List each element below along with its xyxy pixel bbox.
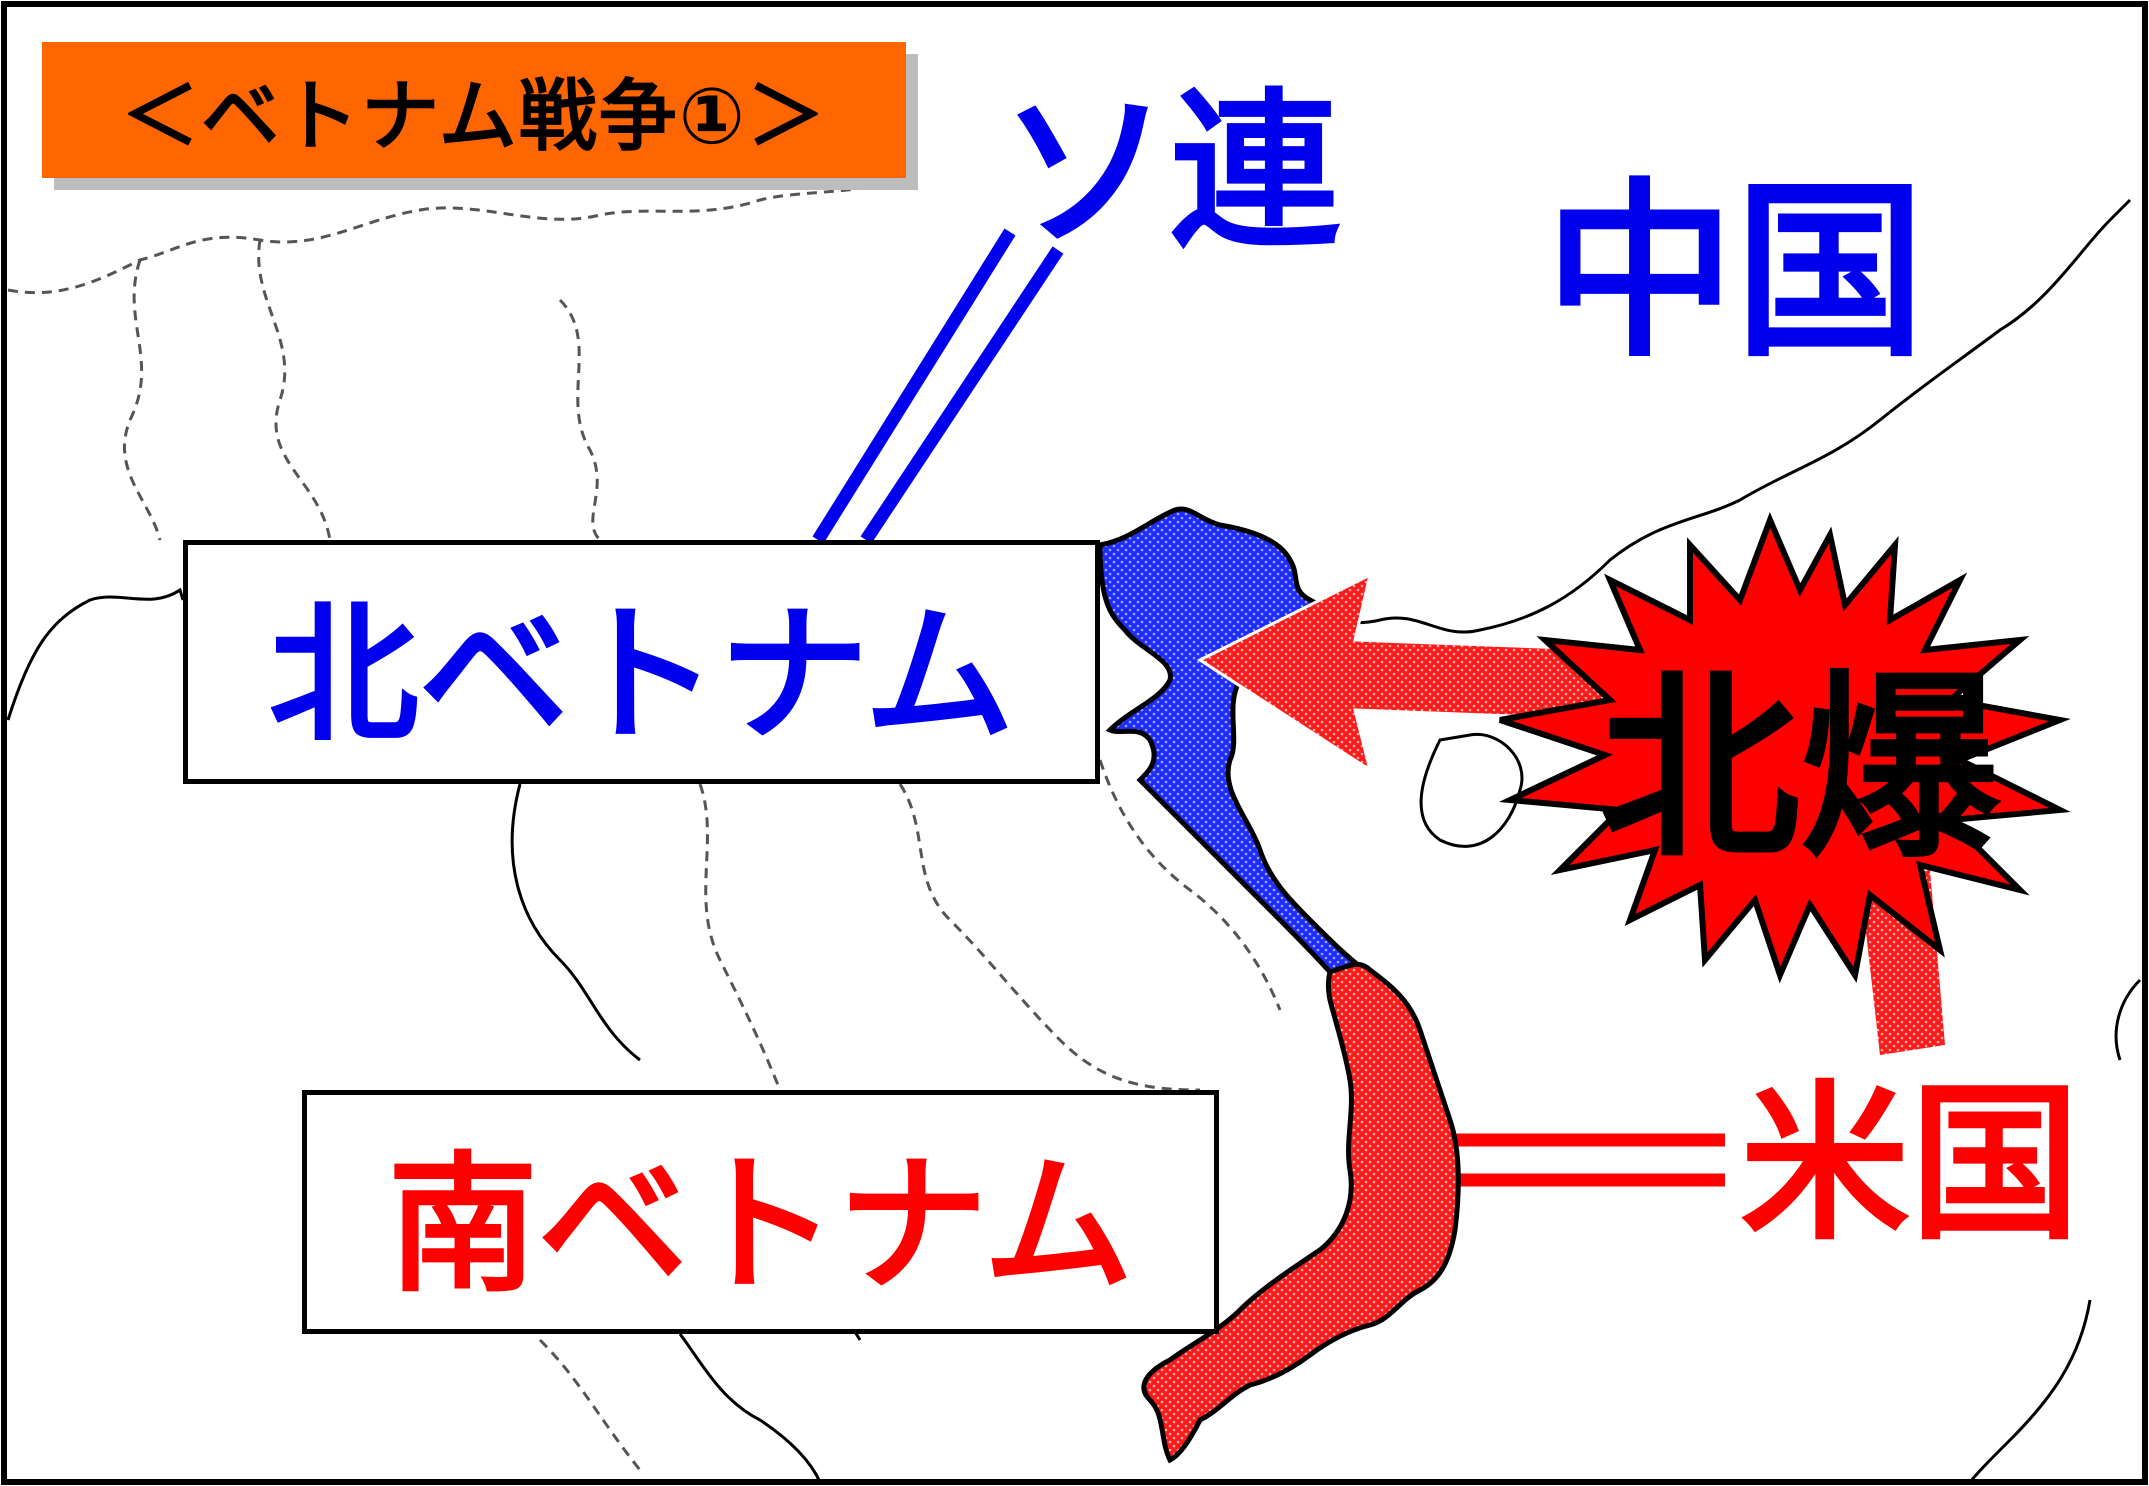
page-title: ＜ベトナム戦争①＞ [121, 72, 827, 162]
soviet-supply-line [812, 228, 1064, 544]
explosion-burst [1498, 511, 2071, 984]
south-vietnam-label: 南ベトナム [302, 1090, 1219, 1334]
north-vietnam-label: 北ベトナム [183, 540, 1100, 784]
soviet-union-label: ソ連 [1000, 74, 1341, 272]
united-states-label: 米国 [1740, 1066, 2081, 1264]
title-banner: ＜ベトナム戦争①＞ [42, 42, 906, 178]
us-support-line [1455, 1133, 1725, 1187]
north-bombing-label: 北爆 [1600, 653, 2001, 886]
china-label: 中国 [1545, 162, 1926, 383]
dashed-borders [7, 178, 1282, 1471]
south-vietnam-region [1141, 961, 1461, 1464]
